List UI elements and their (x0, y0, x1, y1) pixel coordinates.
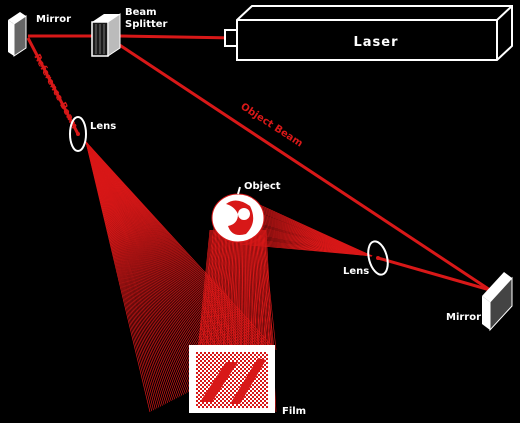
film-plate-icon (190, 346, 274, 412)
lens-right-label: Lens (343, 266, 369, 277)
laser: Laser (225, 6, 512, 60)
laser-aperture (225, 30, 237, 46)
laser-box-icon (237, 6, 512, 60)
beam-splitter-label-line1: Beam (125, 7, 157, 18)
lens-left-label: Lens (90, 121, 116, 132)
film-label: Film (282, 406, 306, 417)
mirror-right-label: Mirror (446, 312, 481, 323)
beam-splitter-label-line2: Splitter (125, 19, 168, 30)
beam-splitter-icon (92, 14, 120, 56)
object-label: Object (244, 181, 281, 192)
mirror-top-label: Mirror (36, 14, 71, 25)
laser-output-beam (120, 36, 236, 38)
mirror-icon (8, 12, 26, 56)
laser-label: Laser (353, 35, 398, 50)
